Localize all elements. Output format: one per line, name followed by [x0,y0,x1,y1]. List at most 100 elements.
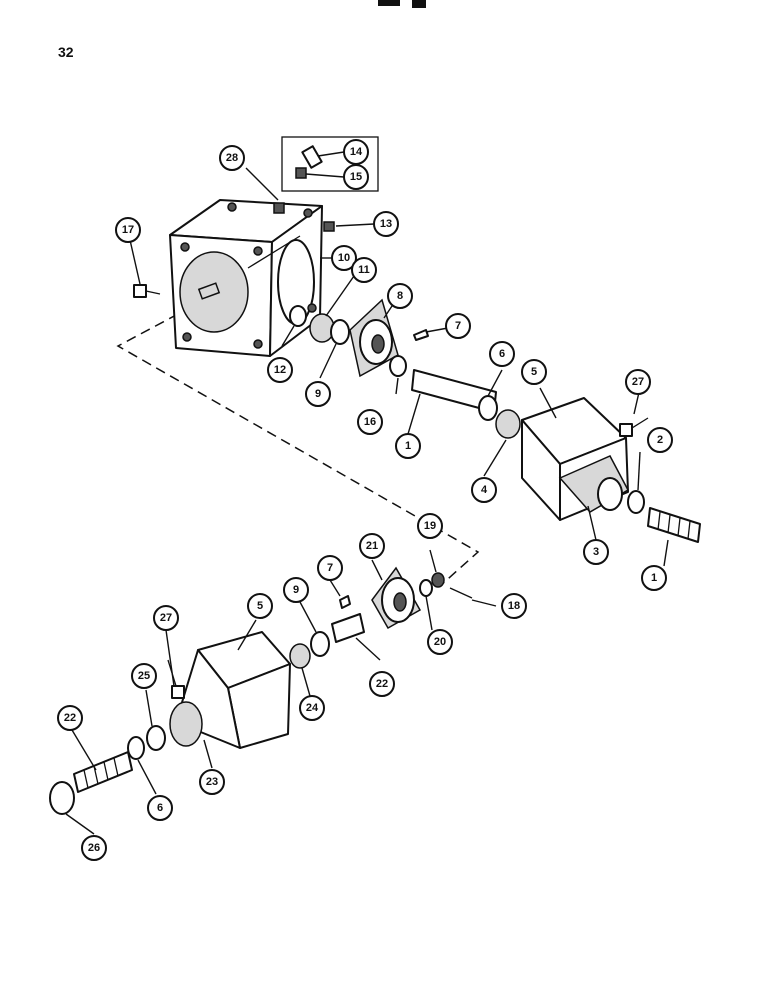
svg-text:6: 6 [499,348,505,360]
svg-text:4: 4 [481,484,488,496]
callout-6: 6 [489,341,515,367]
callout-14: 14 [343,139,369,165]
callout-15: 15 [343,164,369,190]
seal-2 [627,490,645,514]
bolt-17 [133,284,161,298]
svg-text:6: 6 [157,802,163,814]
key-7 [413,329,429,341]
svg-text:11: 11 [358,264,370,276]
svg-text:21: 21 [366,540,378,552]
callout-6-lower: 6 [147,795,173,821]
svg-text:9: 9 [315,388,321,400]
callout-7: 7 [445,313,471,339]
gearbox-housing [169,199,323,357]
svg-text:14: 14 [350,146,363,158]
bolt-27-upper [619,417,649,437]
svg-text:3: 3 [593,546,599,558]
svg-text:13: 13 [380,218,392,230]
callout-8: 8 [387,283,413,309]
splined-shaft-22 [73,751,133,793]
vent-cap [301,145,323,169]
bearing-cone-9-lower [310,631,330,657]
svg-text:22: 22 [376,678,388,690]
svg-text:15: 15 [350,171,362,183]
bevel-gear-21 [371,566,422,630]
callout-9: 9 [305,381,331,407]
callout-1-lower: 1 [641,565,667,591]
svg-text:20: 20 [434,636,446,648]
callout-17: 17 [115,217,141,243]
svg-text:2: 2 [657,434,663,446]
leader-lines [65,151,669,835]
callout-12: 12 [267,357,293,383]
callout-27-lower: 27 [153,605,179,631]
svg-text:5: 5 [257,600,263,612]
svg-text:12: 12 [274,364,286,376]
splined-shaft-1 [647,507,701,543]
svg-text:1: 1 [405,440,411,452]
callout-5: 5 [521,359,547,385]
svg-text:22: 22 [64,712,76,724]
breather-fitting [273,202,285,214]
callout-22-lower: 22 [57,705,83,731]
svg-text:10: 10 [338,252,350,264]
callout-22: 22 [369,671,395,697]
bearing-cone-6-lower [127,736,145,760]
callout-3: 3 [583,539,609,565]
callout-2: 2 [647,427,673,453]
output-shaft-22 [331,613,365,643]
callout-1: 1 [395,433,421,459]
nut-19 [431,572,445,588]
svg-text:25: 25 [138,670,150,682]
svg-text:7: 7 [455,320,461,332]
callout-26: 26 [81,835,107,861]
bearing-cup-11 [309,313,335,343]
top-edge-fragment [378,0,426,8]
callout-18: 18 [501,593,527,619]
svg-text:26: 26 [88,842,100,854]
cover-housing-23 [169,631,291,749]
callout-11: 11 [351,257,377,283]
callout-28: 28 [219,145,245,171]
svg-text:1: 1 [651,572,657,584]
callout-21: 21 [359,533,385,559]
svg-text:7: 7 [327,562,333,574]
callout-25: 25 [131,663,157,689]
vent-fitting [295,167,307,179]
callout-10: 10 [331,245,357,271]
bearing-cone-6 [478,395,498,421]
assembly-dashed-line [116,313,480,587]
callout-9-lower: 9 [283,577,309,603]
cotter-pin-18 [449,587,473,599]
page-number: 32 [58,44,74,60]
washer-16 [389,355,407,377]
inset-box [281,136,379,192]
svg-text:27: 27 [160,612,172,624]
svg-text:18: 18 [508,600,520,612]
callout-16: 16 [357,409,383,435]
seal-12 [289,305,307,327]
key-7-lower [339,595,351,609]
bearing-cup-24 [289,643,311,669]
callout-27: 27 [625,369,651,395]
svg-text:19: 19 [424,520,436,532]
callout-7-lower: 7 [317,555,343,581]
callout-20: 20 [427,629,453,655]
svg-text:16: 16 [364,416,376,428]
seal-26 [49,781,75,815]
bearing-cup-4 [495,409,521,439]
svg-text:17: 17 [122,224,134,236]
callout-5-lower: 5 [247,593,273,619]
callout-4: 4 [471,477,497,503]
svg-text:28: 28 [226,152,238,164]
washer-20 [419,579,433,597]
svg-text:23: 23 [206,776,218,788]
bearing-cup-25 [146,725,166,751]
callout-13: 13 [373,211,399,237]
bearing-cone-9 [330,319,350,345]
callout-24: 24 [299,695,325,721]
cover-housing-5-upper [521,397,630,521]
svg-text:27: 27 [632,376,644,388]
svg-text:5: 5 [531,366,537,378]
